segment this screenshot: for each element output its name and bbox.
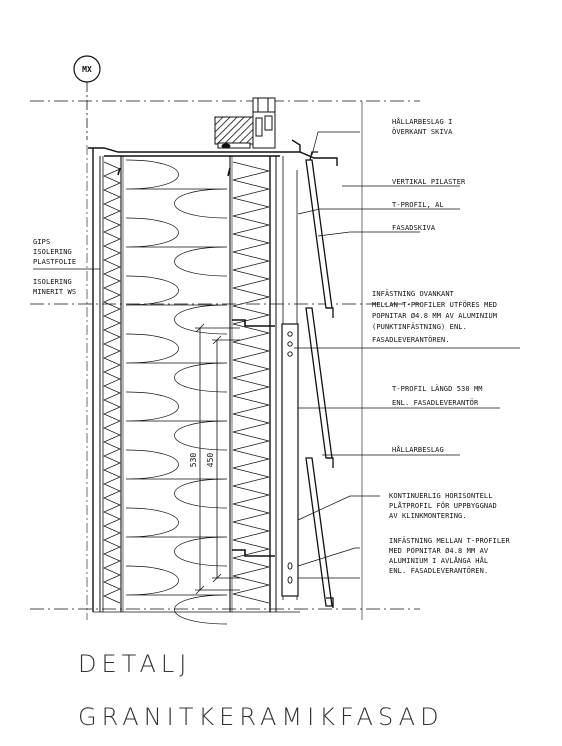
label-t-profil: T-PROFIL, AL <box>392 201 444 209</box>
label-layer-3: PLASTFOLIE <box>33 258 76 266</box>
label-hallarbeslag-top-2: ÖVERKANT SKIVA <box>392 127 453 136</box>
title-line-2: GRANITKERAMIKFASAD <box>78 703 444 731</box>
label-fasadskiva: FASADSKIVA <box>392 224 436 232</box>
label-infastning-b-4: ENL. FASADLEVERANTÖREN. <box>389 566 488 575</box>
label-infastning-b-3: ALUMINIUM I AVLÅNGA HÅL <box>389 556 488 565</box>
label-kontinuerlig-2: PLÅTPROFIL FÖR UPPBYGGNAD <box>389 501 497 510</box>
label-tprofil-langd-1: T-PROFIL LÄNGD 530 MM <box>392 384 483 393</box>
leader-lines <box>33 131 520 579</box>
mounting-plate <box>281 323 299 597</box>
title-line-1: DETALJ <box>78 650 192 678</box>
label-infastning-b-2: MED POPNITAR Ø4.8 MM AV <box>389 547 489 555</box>
label-kontinuerlig-1: KONTINUERLIG HORISONTELL <box>389 492 493 500</box>
label-layer-4: ISOLERING <box>33 278 72 286</box>
label-hallarbeslag-top-1: HÅLLARBESLAG I <box>392 117 452 126</box>
label-layer-5: MINERIT WS <box>33 288 76 296</box>
window-frame <box>214 97 276 149</box>
sill-flashing <box>88 139 338 166</box>
label-tprofil-langd-2: ENL. FASADLEVERANTÖR <box>392 398 479 407</box>
label-infastning-3: POPNITAR Ø4.8 MM AV ALUMINIUM <box>372 312 497 320</box>
dimension-inner: 450 <box>206 453 215 468</box>
label-infastning-2: MELLAN T-PROFILER UTFÖRES MED <box>372 300 497 309</box>
annotation-labels: HÅLLARBESLAG I ÖVERKANT SKIVA VERTIKAL P… <box>33 117 510 575</box>
label-kontinuerlig-3: AV KLINKMONTERING. <box>389 512 467 520</box>
label-infastning-b-1: INFÄSTNING MELLAN T-PROFILER <box>389 536 510 545</box>
dimension-block <box>195 323 240 595</box>
label-layer-1: GIPS <box>33 238 50 246</box>
reference-lines <box>30 100 420 610</box>
axis-marker: MX <box>73 55 101 620</box>
label-hallarbeslag: HÅLLARBESLAG <box>392 445 444 454</box>
wall-section <box>92 148 300 625</box>
label-vertikal-pilaster: VERTIKAL PILASTER <box>392 178 466 186</box>
label-layer-2: ISOLERING <box>33 248 72 256</box>
wall-brackets <box>117 167 275 557</box>
label-infastning-5: FASADLEVERANTÖREN. <box>372 335 450 344</box>
label-infastning-1: INFÄSTNING OVANKANT <box>372 289 455 298</box>
label-infastning-4: (PUNKTINFÄSTNING) ENL. <box>372 322 467 331</box>
axis-tag: MX <box>82 65 92 74</box>
dimension-outer: 530 <box>189 453 198 468</box>
facade-panels <box>305 151 334 608</box>
